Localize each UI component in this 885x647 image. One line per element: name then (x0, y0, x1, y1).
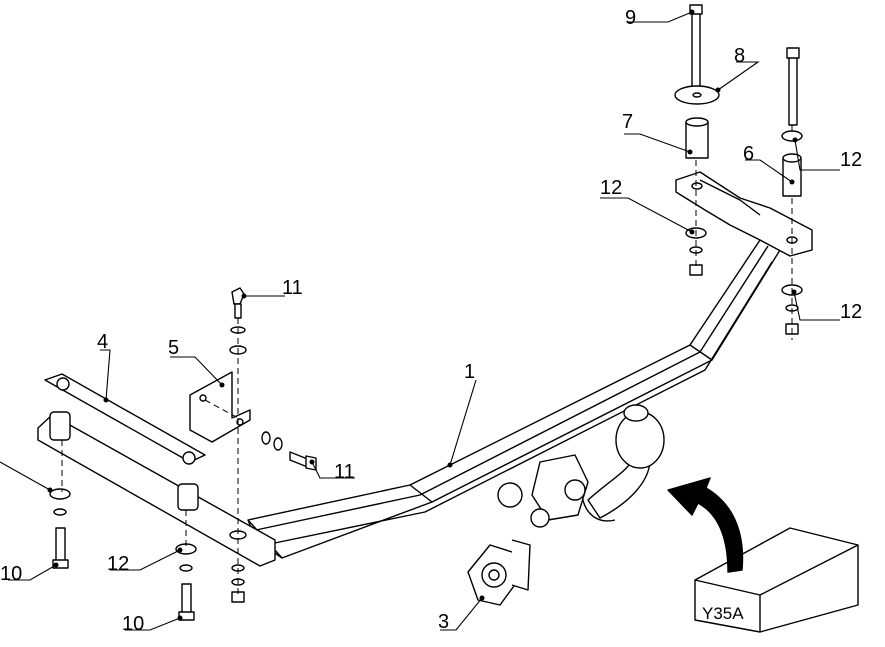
label-part-5: 5 (168, 337, 179, 359)
label-part-4: 4 (97, 331, 108, 353)
spacer-part-7 (685, 117, 709, 159)
kit-code-label: Y35A (702, 604, 744, 623)
label-part-12-b: 12 (600, 177, 622, 199)
label-part-10-b: 10 (122, 613, 144, 635)
label-part-10-a: 10 (0, 563, 22, 585)
label-part-12-d: 12 (107, 553, 129, 575)
bolt-part-9 (689, 4, 703, 89)
bolt-part-11-horizontal (261, 431, 317, 471)
label-part-7: 7 (622, 111, 633, 133)
label-part-11-a: 11 (282, 277, 303, 299)
label-part-3: 3 (438, 611, 449, 633)
label-part-11-b: 11 (334, 461, 355, 483)
label-part-12-a: 12 (840, 149, 862, 171)
label-part-1: 1 (464, 361, 475, 383)
spacer-part-6 (782, 153, 802, 197)
left-mount-plate-part-4 (37, 373, 276, 567)
tow-ball-assembly (497, 404, 665, 528)
kit-box (694, 527, 859, 633)
install-arrow (667, 477, 744, 573)
label-part-9: 9 (625, 7, 636, 29)
crossbeam-part-1 (247, 239, 781, 559)
socket-plate-part-3 (467, 539, 531, 606)
right-mount-bracket (675, 171, 813, 257)
label-part-8: 8 (734, 45, 745, 67)
bolt-right-rear (786, 47, 800, 126)
label-part-12-c: 12 (840, 301, 862, 323)
label-part-6: 6 (743, 143, 754, 165)
washer-part-8 (674, 85, 720, 105)
side-bracket-part-5 (189, 371, 251, 443)
